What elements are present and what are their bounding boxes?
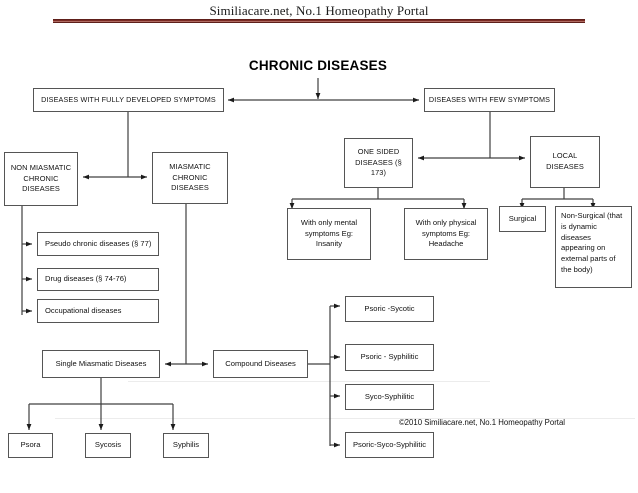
node-non-surgical[interactable]: Non-Surgical (that is dynamic diseases a… <box>555 206 632 288</box>
node-sycosis[interactable]: Sycosis <box>85 433 131 458</box>
title-divider <box>53 19 585 23</box>
node-label: Psoric-Syco-Syphilitic <box>352 439 426 449</box>
node-label: With only mental symptoms Eg: Insanity <box>300 217 358 249</box>
node-label: Syco-Syphilitic <box>364 391 415 401</box>
node-psoric-syphilitic[interactable]: Psoric - Syphilitic <box>345 344 434 371</box>
node-label: Psora <box>20 440 41 450</box>
node-drug-diseases[interactable]: Drug diseases (§ 74-76) <box>37 268 159 291</box>
node-pseudo-chronic-diseases[interactable]: Pseudo chronic diseases (§ 77) <box>37 232 159 256</box>
node-label: With only physical symptoms Eg: Headache <box>415 217 477 249</box>
node-label: DISEASES WITH FULLY DEVELOPED SYMPTOMS <box>41 94 216 104</box>
node-label: ONE SIDED DISEASES (§ 173) <box>355 147 402 178</box>
node-syphilis[interactable]: Syphilis <box>163 433 209 458</box>
node-diseases-with-fully-developed-symptoms[interactable]: DISEASES WITH FULLY DEVELOPED SYMPTOMS <box>33 88 224 112</box>
node-syco-syphilitic[interactable]: Syco-Syphilitic <box>345 384 434 410</box>
node-surgical[interactable]: Surgical <box>499 206 546 232</box>
node-local-diseases[interactable]: LOCAL DISEASES <box>530 136 600 188</box>
copyright-note: ©2010 Similiacare.net, No.1 Homeopathy P… <box>398 418 566 427</box>
node-label: Non-Surgical (that is dynamic diseases a… <box>561 211 623 274</box>
node-label: Psoric -Sycotic <box>364 303 415 313</box>
node-psora[interactable]: Psora <box>8 433 53 458</box>
node-label: Single Miasmatic Diseases <box>55 358 147 368</box>
page-ruled-line <box>128 381 490 382</box>
title-divider-highlight <box>53 21 585 22</box>
node-single-miasmatic-diseases[interactable]: Single Miasmatic Diseases <box>42 350 160 378</box>
node-one-sided-diseases[interactable]: ONE SIDED DISEASES (§ 173) <box>344 138 413 188</box>
site-title: Similiacare.net, No.1 Homeopathy Portal <box>209 3 429 18</box>
node-label: Pseudo chronic diseases (§ 77) <box>45 238 152 248</box>
node-psoric-syco-syphilitic[interactable]: Psoric-Syco-Syphilitic <box>345 432 434 458</box>
node-label: MIASMATIC CHRONIC DISEASES <box>169 162 211 193</box>
node-occupational-diseases[interactable]: Occupational diseases <box>37 299 159 323</box>
node-label: Drug diseases (§ 74-76) <box>45 274 127 284</box>
node-label: LOCAL DISEASES <box>546 151 584 171</box>
node-psoric-sycotic[interactable]: Psoric -Sycotic <box>345 296 434 322</box>
page-ruled-line <box>55 418 635 419</box>
node-with-only-physical-symptoms[interactable]: With only physical symptoms Eg: Headache <box>404 208 488 260</box>
node-miasmatic-chronic-diseases[interactable]: MIASMATIC CHRONIC DISEASES <box>152 152 228 204</box>
node-label: NON MIASMATIC CHRONIC DISEASES <box>10 163 72 194</box>
node-compound-diseases[interactable]: Compound Diseases <box>213 350 308 378</box>
node-label: Surgical <box>508 213 537 223</box>
node-label: Sycosis <box>94 440 122 450</box>
node-label: Psoric - Syphilitic <box>360 352 419 362</box>
node-label: Syphilis <box>172 440 200 450</box>
node-label: Compound Diseases <box>225 358 296 368</box>
node-with-only-mental-symptoms[interactable]: With only mental symptoms Eg: Insanity <box>287 208 371 260</box>
node-label: Occupational diseases <box>45 305 122 315</box>
page-title: CHRONIC DISEASES <box>248 58 388 73</box>
node-label: DISEASES WITH FEW SYMPTOMS <box>428 94 551 104</box>
node-non-miasmatic-chronic-diseases[interactable]: NON MIASMATIC CHRONIC DISEASES <box>4 152 78 206</box>
node-diseases-with-few-symptoms[interactable]: DISEASES WITH FEW SYMPTOMS <box>424 88 555 112</box>
